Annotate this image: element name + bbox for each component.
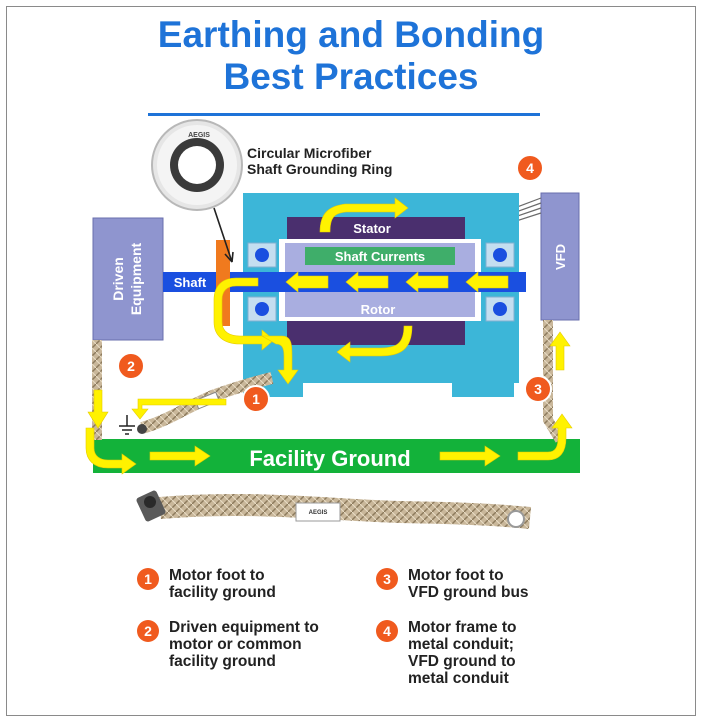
bearing-left-top: [247, 242, 277, 268]
strap-vfd-to-ground: [543, 320, 565, 443]
badge-4: 4: [516, 154, 544, 182]
shaft-arrow: [285, 271, 329, 293]
legend-badge: 2: [137, 620, 159, 642]
svg-text:2: 2: [127, 358, 135, 374]
bonding-strap-photo: AEGIS: [136, 490, 532, 529]
badge-2: 2: [117, 352, 145, 380]
shaft-currents-bar: [305, 247, 455, 265]
shaft-currents-label: Shaft Currents: [335, 249, 425, 264]
ground-symbol-icon: [119, 415, 135, 435]
facility-ground-label: Facility Ground: [249, 446, 410, 471]
bearing-ball: [255, 302, 269, 316]
svg-text:3: 3: [534, 381, 542, 397]
frame-arrow: [260, 335, 299, 385]
driven-equipment-box: [92, 217, 164, 341]
legend-item-1: 1 Motor foot to facility ground: [137, 567, 276, 601]
legend-item-4: 4 Motor frame to metal conduit; VFD grou…: [376, 619, 517, 687]
badge-1: 1: [242, 385, 270, 413]
ring-callout-line-1: Circular Microfiber: [247, 145, 372, 161]
title-underline: [148, 113, 540, 116]
rotor-arrow: [336, 325, 413, 363]
legend-item-3: 3 Motor foot to VFD ground bus: [376, 567, 529, 601]
stator-bottom: [287, 321, 465, 345]
legend-badge: 1: [137, 568, 159, 590]
legend-badge: 4: [376, 620, 398, 642]
stator-label: Stator: [353, 221, 391, 236]
current-flow-arrows: [85, 197, 573, 475]
stator-arrow: [319, 197, 409, 233]
shaft-arrow: [345, 271, 389, 293]
ring-callout-leader: [213, 207, 233, 263]
grounding-ring-photo: AEGIS: [151, 119, 243, 211]
shaft-arrow: [465, 271, 509, 293]
legend-text: Motor foot to facility ground: [169, 567, 276, 601]
legend-text: Motor foot to VFD ground bus: [408, 567, 529, 601]
foot-strap-arrow: [131, 398, 227, 420]
title-line-1: Earthing and Bonding: [157, 14, 545, 55]
driven-equipment-label-2: Equipment: [128, 243, 144, 316]
ground-arrow: [149, 445, 211, 467]
title-line-2: Best Practices: [223, 56, 479, 97]
ring-brand-label: AEGIS: [188, 132, 210, 139]
rotor-label: Rotor: [361, 302, 396, 317]
stator-top: [287, 217, 465, 239]
badge-3: 3: [524, 375, 552, 403]
legend-text: Driven equipment to motor or common faci…: [169, 619, 319, 670]
shaft-label: Shaft: [174, 275, 207, 290]
bearing-ball: [493, 248, 507, 262]
motor-foot-right: [452, 383, 514, 397]
shaft-arrow: [405, 271, 449, 293]
motor-base: [243, 361, 519, 383]
ring-callout-line-2: Shaft Grounding Ring: [247, 161, 392, 177]
svg-text:4: 4: [526, 160, 534, 176]
bearing-ball: [255, 248, 269, 262]
vfd-box: [540, 192, 580, 321]
strap-brand-label: AEGIS: [309, 510, 328, 516]
legend-item-2: 2 Driven equipment to motor or common fa…: [137, 619, 319, 670]
legend-text: Motor frame to metal conduit; VFD ground…: [408, 619, 517, 687]
driven-strap-arrow: [87, 389, 109, 429]
svg-text:1: 1: [252, 391, 260, 407]
vfd-label: VFD: [553, 244, 568, 270]
ground-corner-arrow: [85, 427, 137, 475]
page-title: Earthing and Bonding Best Practices: [0, 14, 702, 98]
driven-equipment-label-1: Driven: [110, 257, 126, 301]
ground-arrow: [439, 445, 501, 467]
legend-badge: 3: [376, 568, 398, 590]
bearing-ball: [493, 302, 507, 316]
vfd-strap-arrow: [549, 331, 571, 371]
vfd-corner-arrow: [517, 413, 573, 461]
bearing-arrow: [213, 277, 275, 351]
